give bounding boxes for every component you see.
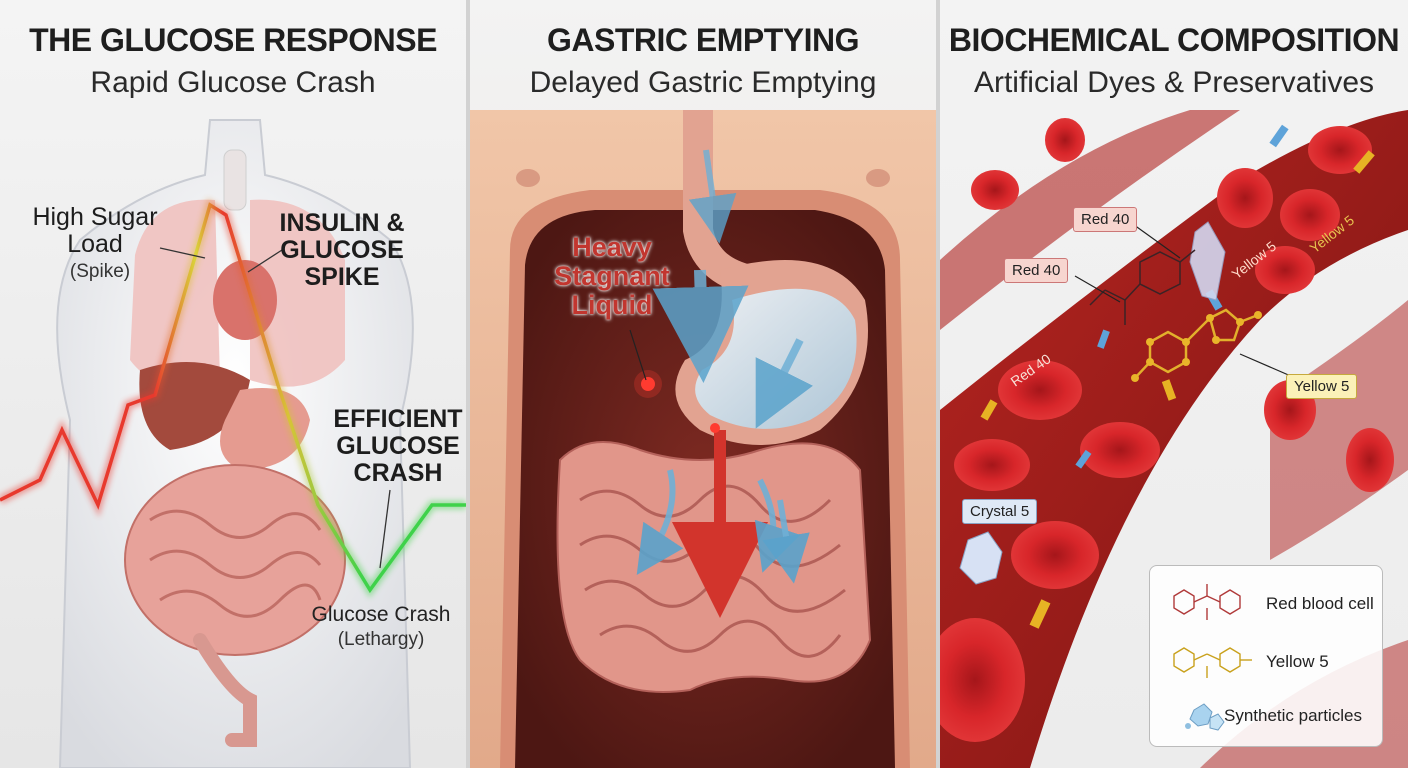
red-blood-cell (940, 618, 1025, 742)
tag-crystal-5: Crystal 5 (962, 499, 1038, 524)
crystal-shard (1189, 221, 1226, 301)
red-blood-cells (940, 118, 1394, 742)
leader-insulin (247, 249, 283, 273)
intestines-shape (556, 441, 872, 693)
legend-label-yellow-5: Yellow 5 (1266, 652, 1329, 671)
arrow-right-intestine-b (762, 499, 810, 584)
label-high-sugar-load: High Sugar Load (32, 203, 158, 258)
arrow-into-stomach (755, 338, 813, 429)
legend-item-synthetic-particles: Synthetic particles (1160, 692, 1376, 742)
legend-item-yellow-5: Yellow 5 (1160, 638, 1376, 688)
yellow-particle (1161, 379, 1177, 401)
left-nipple (516, 169, 540, 187)
panel-glucose-response: THE GLUCOSE RESPONSE Rapid Glucose Crash… (0, 0, 466, 768)
glucose-anatomy-illustration (0, 119, 466, 768)
red-blood-cell (1346, 428, 1394, 492)
crystal-5-gem (959, 531, 1003, 585)
label-lethargy: (Lethargy) (337, 629, 425, 650)
red-blood-cell (1308, 126, 1372, 174)
glucose-level-line (0, 202, 466, 594)
panel-gastric-emptying: GASTRIC EMPTYING Delayed Gastric Emptyin… (470, 0, 936, 768)
particles-icon (1185, 703, 1225, 731)
red-blood-cell (1280, 189, 1340, 241)
right-nipple (866, 169, 890, 187)
red-molecule-icon (1173, 584, 1241, 620)
red-blood-cell (1080, 422, 1160, 478)
red-dot-stomach-entry (641, 377, 655, 391)
tag-red-40-top: Red 40 (1073, 207, 1138, 232)
leader-high-sugar (159, 247, 206, 259)
red-blood-cell (1045, 118, 1085, 162)
panel-biochemical-composition: BIOCHEMICAL COMPOSITION Artificial Dyes … (940, 0, 1408, 768)
intestine-folds (149, 509, 322, 618)
panel1-title: THE GLUCOSE RESPONSE (29, 22, 437, 58)
arrow-esophagus (688, 149, 737, 244)
panel-divider-2 (936, 0, 940, 768)
panel-divider-1 (466, 0, 470, 768)
background-vessel-right (1270, 300, 1408, 560)
gastric-anatomy-illustration (470, 110, 936, 768)
label-insulin-glucose-spike: INSULIN & GLUCOSE SPIKE (279, 209, 405, 291)
red-40-molecule (1089, 249, 1196, 325)
yellow-particle (1353, 150, 1375, 174)
blue-particle (1269, 124, 1289, 148)
red-blood-cell (954, 439, 1030, 491)
arrow-left-intestine (636, 469, 684, 575)
red-dot-glow (634, 370, 662, 398)
red-blood-cell (998, 360, 1082, 420)
blue-particle (1097, 329, 1110, 349)
legend-label-red-blood-cell: Red blood cell (1266, 594, 1374, 613)
arrow-down-left (652, 269, 749, 383)
panel3-title: BIOCHEMICAL COMPOSITION (948, 22, 1400, 58)
red-blood-cell (1255, 246, 1315, 294)
red-blood-cell (1217, 168, 1273, 228)
leader-stagnant-liquid (629, 329, 647, 381)
panel2-subtitle: Delayed Gastric Emptying (529, 66, 877, 99)
tag-yellow-5: Yellow 5 (1286, 374, 1358, 399)
yellow-5-atoms (1131, 311, 1262, 382)
trachea-shape (223, 149, 247, 211)
label-spike: (Spike) (69, 261, 131, 282)
label-heavy-stagnant-liquid: Heavy Stagnant Liquid (554, 232, 670, 321)
right-lung-shape (250, 199, 345, 387)
legend-box: Red blood cell Yellow 5 Synthetic partic… (1149, 565, 1383, 747)
red-blood-cell (1011, 521, 1099, 589)
red-dot-stomach (710, 423, 720, 433)
blue-particle (1075, 449, 1092, 469)
panel1-subtitle: Rapid Glucose Crash (90, 66, 376, 99)
red-blood-cell (971, 170, 1019, 210)
yellow-molecule-icon (1173, 647, 1252, 678)
yellow-particle (1029, 599, 1051, 629)
legend-item-red-blood-cell: Red blood cell (1160, 580, 1376, 630)
label-efficient-glucose-crash: EFFICIENT GLUCOSE CRASH (333, 405, 463, 487)
rectum-shape (193, 633, 257, 747)
panel3-subtitle: Artificial Dyes & Preservatives (973, 66, 1375, 99)
legend-label-synthetic-particles: Synthetic particles (1224, 706, 1362, 725)
label-glucose-crash: Glucose Crash (311, 603, 451, 626)
background-vessel-top (940, 110, 1240, 330)
panel2-title: GASTRIC EMPTYING (546, 22, 860, 58)
yellow-particle (980, 399, 998, 421)
tag-red-40-left: Red 40 (1004, 258, 1069, 283)
leader-efficient-crash (379, 489, 391, 569)
